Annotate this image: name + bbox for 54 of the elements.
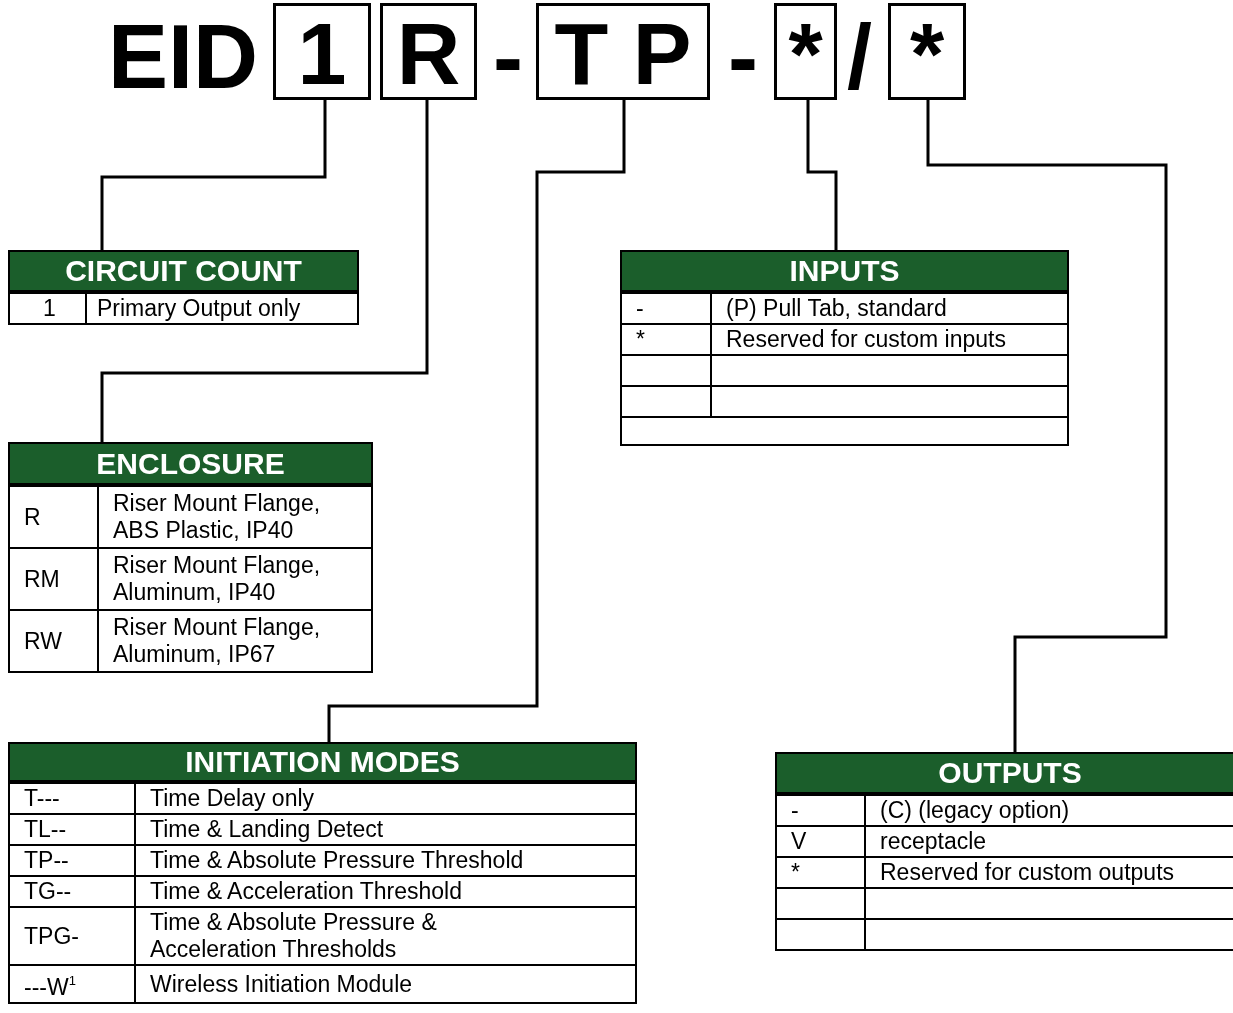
table-cell: Time Delay only — [134, 782, 635, 813]
code-table — [8, 250, 359, 325]
table-cell: V — [777, 825, 864, 856]
table-cell: TG-- — [10, 875, 134, 906]
table-cell: - — [777, 794, 864, 825]
connector-line — [806, 100, 838, 250]
table-cell: TP-- — [10, 844, 134, 875]
table-cell: 1 — [10, 292, 85, 323]
table-header: CIRCUIT COUNT — [10, 252, 357, 292]
code-box: T P — [536, 3, 710, 100]
table-cell: Reserved for custom inputs — [710, 323, 1067, 354]
table-cell: R — [10, 485, 97, 547]
code-box: * — [888, 3, 966, 100]
table-cell: (C) (legacy option) — [864, 794, 1233, 825]
table-cell: Primary Output only — [85, 292, 357, 323]
table-cell: Riser Mount Flange, Aluminum, IP40 — [97, 547, 371, 609]
table-cell: Time & Absolute Pressure & Acceleration Thresholds — [134, 906, 635, 964]
connector-line — [100, 100, 327, 250]
table-cell: RM — [10, 547, 97, 609]
connector-line — [100, 100, 429, 442]
table-cell: Riser Mount Flange, Aluminum, IP67 — [97, 609, 371, 671]
code-table — [775, 752, 1233, 951]
table-header: INPUTS — [622, 252, 1067, 292]
table-cell: Time & Absolute Pressure Threshold — [134, 844, 635, 875]
table-cell: T--- — [10, 782, 134, 813]
table-cell: TPG- — [10, 906, 134, 964]
table-cell: Time & Landing Detect — [134, 813, 635, 844]
table-cell: receptacle — [864, 825, 1233, 856]
table-cell: Wireless Initiation Module — [134, 964, 635, 1002]
table-cell: Riser Mount Flange, ABS Plastic, IP40 — [97, 485, 371, 547]
table-cell: RW — [10, 609, 97, 671]
code-text: - — [728, 12, 758, 102]
table-cell: TL-- — [10, 813, 134, 844]
code-box: R — [380, 3, 477, 100]
table-header: INITIATION MODES — [10, 744, 635, 782]
table-cell: ---W$^{1}$ — [10, 964, 134, 1002]
table-cell: - — [622, 292, 710, 323]
table-cell: Time & Acceleration Threshold — [134, 875, 635, 906]
code-table — [8, 742, 637, 1004]
code-box: 1 — [273, 3, 371, 100]
table-cell: (P) Pull Tab, standard — [710, 292, 1067, 323]
table-cell: Reserved for custom outputs — [864, 856, 1233, 887]
table-cell: * — [622, 323, 710, 354]
code-text: EID — [108, 12, 259, 102]
table-cell: * — [777, 856, 864, 887]
code-text: / — [847, 12, 872, 102]
code-text: - — [493, 12, 523, 102]
connector-line — [327, 100, 626, 742]
table-header: ENCLOSURE — [10, 444, 371, 485]
table-header: OUTPUTS — [777, 754, 1233, 794]
code-table — [620, 250, 1069, 446]
code-box: * — [774, 3, 837, 100]
connector-line — [926, 100, 1168, 752]
code-table — [8, 442, 373, 673]
